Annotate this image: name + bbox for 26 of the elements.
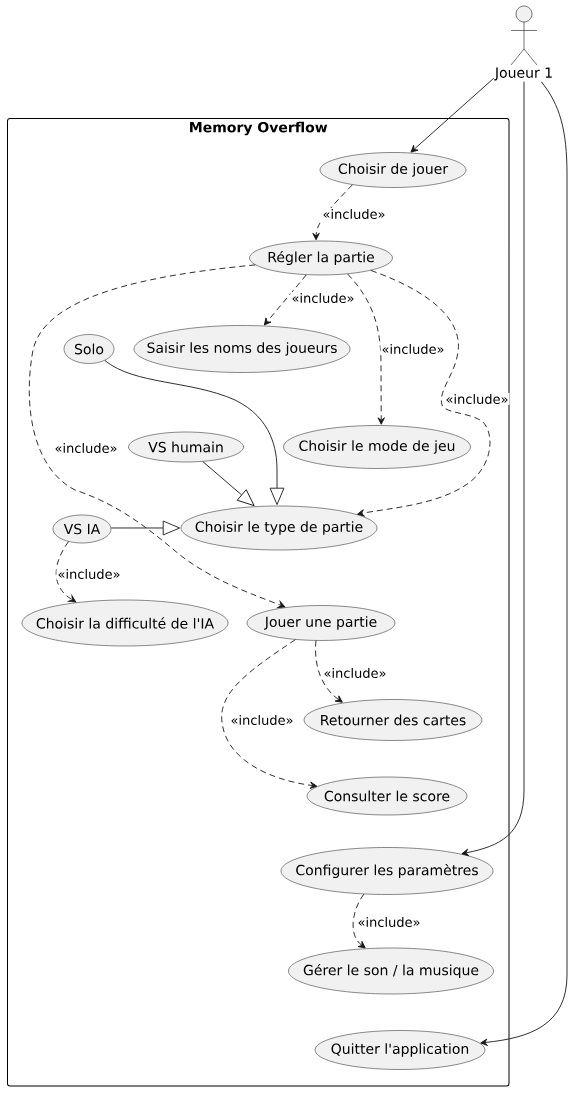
dashed-arrow [357,269,491,517]
generalization-arrow [104,360,285,506]
dashed-arrow [347,273,385,425]
boundary-title: Memory Overflow [190,121,328,136]
edge-label: «include» [229,713,295,726]
edge-label: «include» [290,291,356,304]
edge-label: «include» [356,915,422,929]
dashed-arrow [352,893,366,949]
generalization-arrow [202,461,255,507]
edge-label: «include» [53,441,119,454]
dashed-arrow [263,274,307,326]
arrow [410,77,495,153]
actor-label: Joueur 1 [494,67,552,81]
dashed-arrow [221,639,318,789]
arrow [461,81,525,857]
edge-label: «include» [322,666,388,679]
dashed-arrow [55,541,77,603]
edge-label: «include» [444,392,510,405]
dashed-arrow [28,264,286,609]
arrow [480,81,568,1046]
generalization-arrow [110,520,181,536]
edge-label: «include» [56,567,122,581]
edge-label: «include» [321,207,387,220]
edge-label: «include» [380,342,446,355]
dashed-arrow [312,184,353,241]
dashed-arrow [315,640,343,703]
